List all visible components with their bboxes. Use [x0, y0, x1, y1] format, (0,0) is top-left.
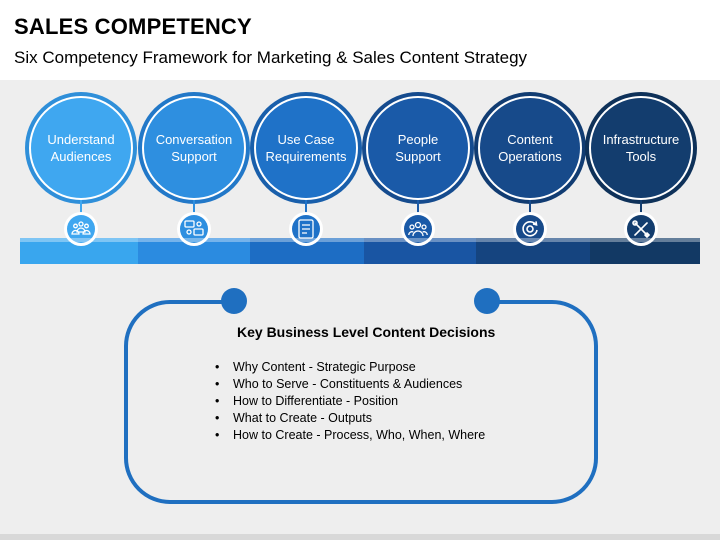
- conversation-icon: [180, 215, 208, 243]
- decisions-list: Why Content - Strategic Purpose Who to S…: [215, 359, 485, 444]
- competency-label-line1: Infrastructure: [602, 132, 680, 147]
- checklist-icon: [292, 215, 320, 243]
- competency-label-line1: Understand: [47, 132, 115, 147]
- competency-label-line2: Requirements: [265, 149, 347, 164]
- competency-label-line2: Audiences: [50, 149, 112, 164]
- competency-stem: [640, 200, 642, 222]
- footer-strip: [0, 534, 720, 540]
- competency-label-line2: Support: [171, 149, 217, 164]
- timeline-highlight: [20, 238, 700, 242]
- competency-icon-badge: [289, 212, 323, 246]
- competency-icon-badge: [624, 212, 658, 246]
- competency-label-line1: People: [397, 132, 439, 147]
- decisions-heading: Key Business Level Content Decisions: [237, 324, 496, 340]
- competency-label-line1: Conversation: [155, 132, 233, 147]
- list-item: Who to Serve - Constituents & Audiences: [215, 376, 485, 393]
- competency-stem: [305, 200, 307, 222]
- page-subtitle: Six Competency Framework for Marketing &…: [14, 48, 528, 67]
- tools-icon: [627, 215, 655, 243]
- competency-icon-badge: [64, 212, 98, 246]
- cycle-icon: [516, 215, 544, 243]
- competency-label-line2: Support: [395, 149, 441, 164]
- frame-outline: [124, 300, 598, 504]
- competency-stem: [193, 200, 195, 222]
- team-support-icon: [404, 215, 432, 243]
- list-item: What to Create - Outputs: [215, 410, 485, 427]
- competency-label-line1: Use Case: [277, 132, 335, 147]
- competency-stem: [529, 200, 531, 222]
- competency-label-line1: Content: [507, 132, 553, 147]
- list-item: How to Create - Process, Who, When, Wher…: [215, 427, 485, 444]
- frame-knob-right: [474, 288, 500, 314]
- competency-label-line2: Tools: [625, 149, 657, 164]
- competency-stem: [417, 200, 419, 222]
- competency-stem: [80, 200, 82, 222]
- page-title: SALES COMPETENCY: [14, 14, 252, 39]
- list-item: How to Differentiate - Position: [215, 393, 485, 410]
- competency-icon-badge: [401, 212, 435, 246]
- frame-knob-left: [221, 288, 247, 314]
- people-group-icon: [67, 215, 95, 243]
- competency-label-line2: Operations: [498, 149, 562, 164]
- competency-icon-badge: [513, 212, 547, 246]
- list-item: Why Content - Strategic Purpose: [215, 359, 485, 376]
- competency-icon-badge: [177, 212, 211, 246]
